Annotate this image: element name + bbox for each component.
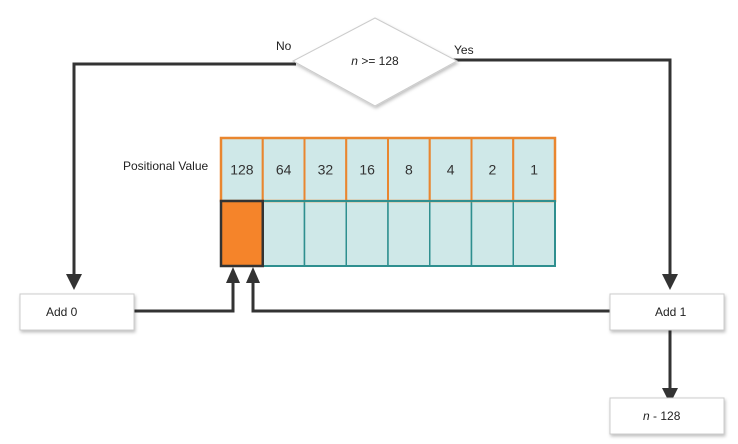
add1-to-cell-line [251, 278, 610, 313]
arrowhead-result [662, 388, 678, 404]
arrowhead-add0 [66, 274, 82, 290]
positional-value-32: 32 [318, 162, 334, 178]
result-text: n - 128 [643, 409, 681, 423]
bit-cell [262, 200, 306, 267]
add0-to-cell-line [134, 278, 235, 313]
positional-value-1: 1 [530, 162, 538, 178]
add1-box: Add 1 [609, 293, 725, 331]
decision-diamond [291, 17, 459, 107]
result-box: n - 128 [609, 397, 725, 435]
positional-value-table: 128 64 32 16 8 4 2 1 [219, 136, 557, 268]
positional-value-2: 2 [488, 162, 496, 178]
positional-value-label: Positional Value [123, 159, 208, 173]
bit-cell [470, 200, 514, 267]
arrowhead-add1 [662, 274, 678, 290]
arrowhead-cell-right [246, 267, 260, 283]
highlighted-cell-outline [219, 199, 264, 268]
bit-cell [429, 200, 473, 267]
bit-cell [303, 200, 347, 267]
bit-cell [345, 200, 389, 267]
decision-node: n >= 128 [291, 17, 459, 107]
decision-condition: n >= 128 [351, 54, 399, 68]
bit-cell [387, 200, 431, 267]
add1-text: Add 1 [655, 305, 687, 319]
bit-cell [512, 200, 556, 267]
no-branch-line [72, 62, 296, 280]
yes-branch-line [450, 58, 672, 280]
yes-label: Yes [454, 43, 474, 57]
arrowheads [66, 267, 678, 404]
positional-value-4: 4 [447, 162, 455, 178]
add0-box: Add 0 [19, 293, 135, 331]
bit-cell-highlighted [220, 200, 264, 267]
no-label: No [276, 39, 292, 53]
header-cell [512, 137, 556, 202]
connector-lines [72, 58, 672, 392]
positional-value-64: 64 [276, 162, 292, 178]
positional-value-8: 8 [405, 162, 413, 178]
positional-value-128: 128 [230, 162, 254, 178]
positional-value-16: 16 [359, 162, 375, 178]
add0-text: Add 0 [46, 305, 78, 319]
arrowhead-cell-left [226, 267, 240, 283]
